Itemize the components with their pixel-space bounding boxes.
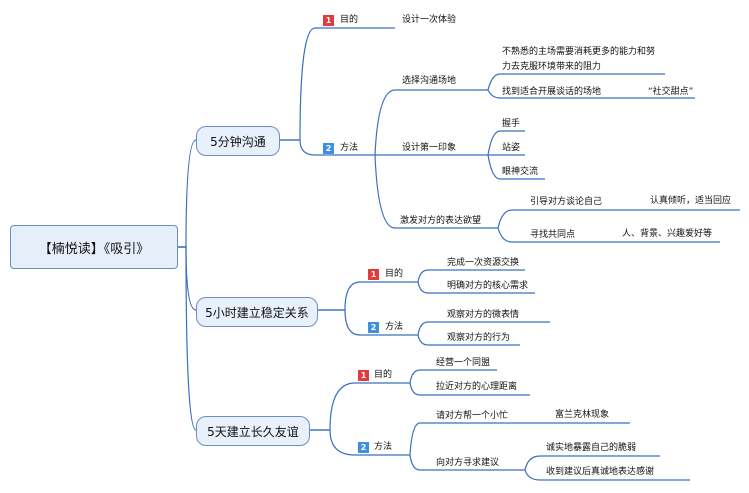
purpose-label: 目的: [374, 370, 393, 380]
list-item: 激发对方的表达欲望: [400, 216, 482, 226]
list-item: 找到适合开展谈话的场地: [502, 87, 602, 97]
number-two-icon: 2: [358, 442, 369, 453]
list-item: 握手: [502, 119, 521, 129]
list-item: 寻找共同点: [530, 230, 576, 240]
number-two-icon: 2: [368, 322, 379, 333]
list-item: “社交甜点”: [648, 87, 694, 97]
list-item: 拉近对方的心理距离: [436, 382, 518, 392]
list-item: 请对方帮一个小忙: [436, 411, 509, 421]
list-item: 引导对方谈论自己: [530, 197, 603, 207]
root-node[interactable]: 【楠悦读】《吸引》: [10, 225, 178, 269]
list-item: 人、背景、兴趣爱好等: [622, 229, 713, 239]
list-item: 经营一个同盟: [436, 358, 491, 368]
number-one-icon: 1: [358, 370, 369, 381]
list-item: 富兰克林现象: [555, 410, 610, 420]
branch-5min[interactable]: 5分钟沟通: [196, 126, 280, 156]
list-item: 不熟悉的主场需要消耗更多的能力和努: [502, 47, 656, 57]
list-item: 设计第一印象: [402, 143, 457, 153]
branch-5days[interactable]: 5天建立长久友谊: [196, 416, 310, 446]
list-item: 认真倾听，适当回应: [650, 196, 732, 206]
list-item: 完成一次资源交换: [447, 258, 520, 268]
list-item: 明确对方的核心需求: [447, 281, 529, 291]
list-item: 收到建议后真诚地表达感谢: [546, 467, 655, 477]
list-item: 诚实地暴露自己的脆弱: [546, 443, 637, 453]
list-item: 力去克服环境带来的阻力: [502, 62, 602, 72]
list-item: 观察对方的行为: [447, 333, 511, 343]
list-item: 站姿: [502, 143, 521, 153]
list-item: 设计一次体验: [402, 15, 457, 25]
number-one-icon: 1: [368, 269, 379, 280]
purpose-label: 目的: [385, 269, 404, 279]
list-item: 向对方寻求建议: [436, 458, 500, 468]
method-label: 方法: [374, 442, 393, 452]
method-label: 方法: [385, 322, 404, 332]
branch-5hours[interactable]: 5小时建立稳定关系: [196, 297, 318, 327]
purpose-label: 目的: [340, 15, 359, 25]
list-item: 眼神交流: [502, 167, 539, 177]
list-item: 选择沟通场地: [402, 76, 457, 86]
list-item: 观察对方的微表情: [447, 310, 520, 320]
number-two-icon: 2: [323, 143, 334, 154]
method-label: 方法: [340, 143, 359, 153]
number-one-icon: 1: [323, 15, 334, 26]
